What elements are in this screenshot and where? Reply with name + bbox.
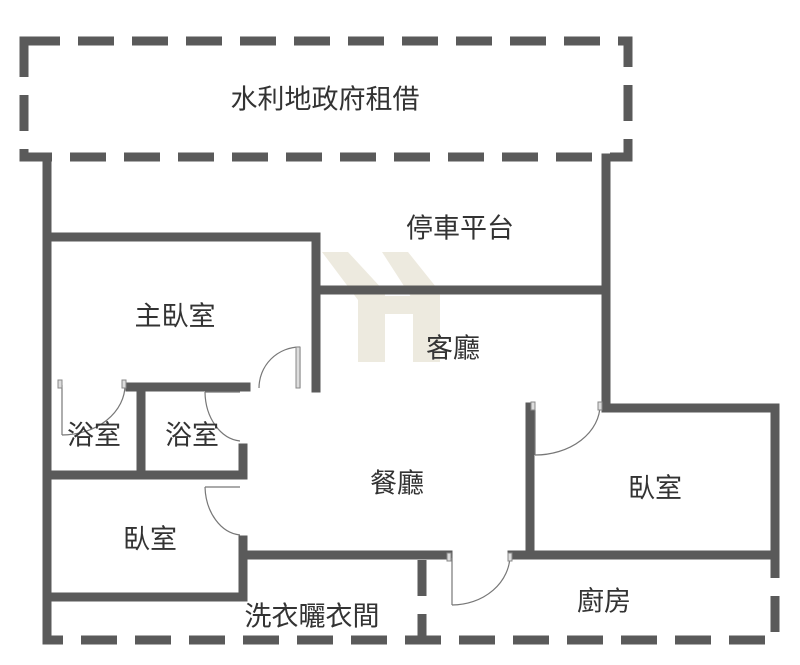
walls xyxy=(42,153,780,623)
label-kitchen: 廚房 xyxy=(577,587,631,618)
label-bedroom-left: 臥室 xyxy=(123,525,177,556)
label-bedroom-right: 臥室 xyxy=(628,474,682,505)
watermark-logo xyxy=(322,252,440,362)
label-laundry-room: 洗衣曬衣間 xyxy=(245,602,380,633)
label-dining-room: 餐廳 xyxy=(370,469,424,500)
leased-land-boundary xyxy=(19,36,633,162)
label-living-room: 客廳 xyxy=(426,334,480,365)
label-master-bedroom: 主臥室 xyxy=(135,302,216,333)
label-leased-land: 水利地政府租借 xyxy=(231,85,420,116)
label-parking-platform: 停車平台 xyxy=(406,214,514,245)
label-bathroom-2: 浴室 xyxy=(165,421,219,452)
label-bathroom-1: 浴室 xyxy=(67,421,121,452)
outdoor-boundary xyxy=(42,555,780,645)
doors xyxy=(57,346,603,606)
